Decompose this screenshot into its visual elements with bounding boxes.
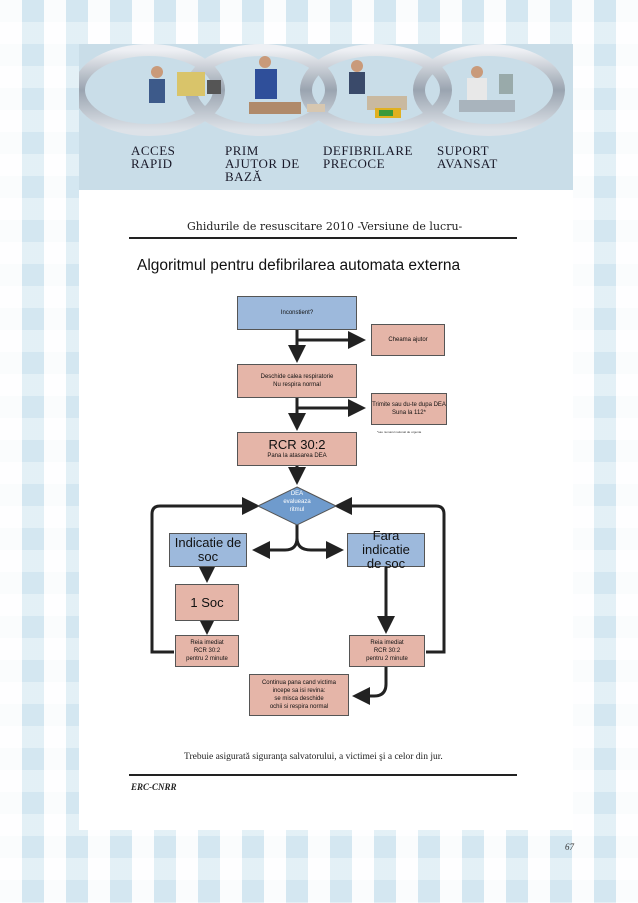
aed-assesses-line-3: ritmul: [289, 507, 305, 513]
open-airway-line-1: Deschide calea respiratorie: [260, 374, 334, 380]
unconscious-label: Inconstient?: [280, 310, 314, 316]
send-for-aed-line-2: Suna la 112*: [392, 410, 426, 416]
continue-line-2: incepe sa isi revina:: [272, 688, 326, 694]
resume-cpr-left-box: Reia imediat RCR 30:2 pentru 2 minute: [175, 635, 239, 667]
resume-cpr-right-box: Reia imediat RCR 30:2 pentru 2 minute: [349, 635, 425, 667]
defibrillator-person-icon: [349, 60, 407, 118]
one-shock-box: 1 Soc: [175, 584, 239, 621]
send-for-aed-box: Trimite sau du-te dupa DEA Suna la 112*: [371, 393, 447, 425]
unconscious-box: Inconstient?: [237, 296, 357, 330]
safety-footnote: Trebuie asigurată siguranţa salvatorului…: [184, 752, 443, 762]
banner-label-suport: SUPORT AVANSAT: [437, 143, 498, 171]
header-rule: [129, 237, 517, 239]
footer-code: ERC-CNRR: [131, 782, 177, 792]
banner-label-defibrilare: DEFIBRILARE PRECOCE: [323, 143, 413, 171]
no-shock-box: Fara indicatie de soc: [347, 529, 425, 571]
banner-label-acces-rapid: ACCES RAPID: [131, 143, 176, 171]
document-header: Ghidurile de resuscitare 2010 -Versiune …: [187, 220, 463, 233]
aed-assesses-label: DEA evalueaza ritmul: [277, 490, 317, 514]
shock-indicated-line-1: Indicatie de: [174, 535, 242, 550]
send-for-aed-line-1: Trimite sau du-te dupa DEA: [372, 402, 446, 408]
resume-right-line-2: RCR 30:2: [373, 648, 401, 654]
cpr-subtitle: Pana la atasarea DEA: [267, 453, 327, 459]
resume-left-line-3: pentru 2 minute: [186, 656, 228, 662]
aed-assesses-line-2: evalueaza: [283, 499, 311, 505]
shock-indicated-line-2: soc: [197, 549, 219, 564]
document-page: ACCES RAPID PRIM AJUTOR DE BAZĂ DEFIBRIL…: [79, 44, 573, 830]
continue-line-4: ochii si respira normal: [269, 704, 329, 710]
resume-right-line-3: pentru 2 minute: [366, 656, 408, 662]
call-help-box: Cheama ajutor: [371, 324, 445, 356]
resume-left-line-2: RCR 30:2: [193, 648, 221, 654]
aed-assesses-diamond: [257, 486, 337, 526]
page-number: 67: [565, 842, 574, 852]
shock-indicated-box: Indicatie de soc: [169, 533, 247, 567]
aed-assesses-line-1: DEA: [290, 491, 304, 497]
chain-link-icon: [79, 44, 573, 190]
one-shock-label: 1 Soc: [190, 594, 224, 610]
open-airway-line-2: Nu respira normal: [273, 382, 321, 388]
resume-right-line-1: Reia imediat: [370, 640, 404, 646]
footer-rule: [129, 774, 517, 776]
no-shock-line-1: Fara indicatie: [362, 528, 410, 557]
cpr-person-icon: [249, 56, 325, 114]
flowchart-arrows: [150, 330, 446, 705]
cpr-title: RCR 30:2: [268, 437, 326, 452]
emergency-number-note: *sau numarul national de urgenta: [377, 430, 422, 434]
chain-of-survival-banner: ACCES RAPID PRIM AJUTOR DE BAZĂ DEFIBRIL…: [79, 44, 573, 190]
resume-left-line-1: Reia imediat: [190, 640, 224, 646]
algorithm-title: Algoritmul pentru defibrilarea automata …: [137, 257, 461, 274]
no-shock-line-2: de soc: [366, 556, 406, 571]
continue-box: Continua pana cand victima incepe sa isi…: [249, 674, 349, 716]
open-airway-box: Deschide calea respiratorie Nu respira n…: [237, 364, 357, 398]
continue-line-3: se misca deschide: [274, 696, 324, 702]
telephone-person-icon: [149, 66, 221, 103]
paramedic-person-icon: [459, 66, 515, 112]
banner-label-prim-ajutor: PRIM AJUTOR DE BAZĂ: [225, 143, 300, 184]
call-help-label: Cheama ajutor: [388, 337, 428, 343]
cpr-box: RCR 30:2 Pana la atasarea DEA: [237, 432, 357, 466]
continue-line-1: Continua pana cand victima: [261, 680, 337, 686]
